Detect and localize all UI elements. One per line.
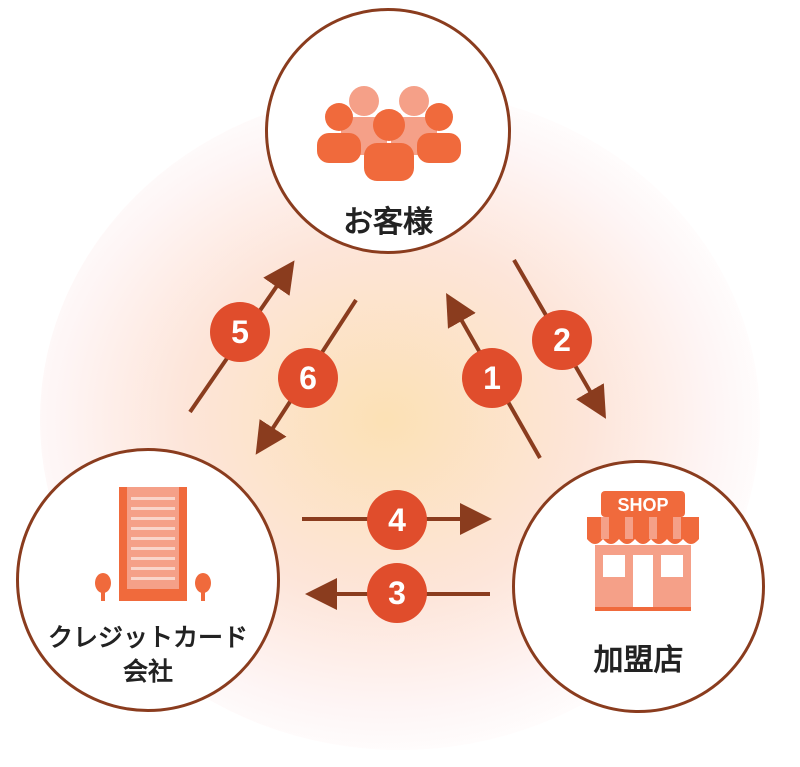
step-badge-3: 3 xyxy=(367,563,427,623)
step-badge-4: 4 xyxy=(367,490,427,550)
storefront-icon: SHOP xyxy=(587,491,699,611)
card-company-label-line2: 会社 xyxy=(122,657,173,686)
customer-label: お客様 xyxy=(343,205,433,240)
node-shop: SHOP 加盟店 xyxy=(512,460,765,713)
step-badge-1: 1 xyxy=(462,348,522,408)
step-badge-2: 2 xyxy=(532,310,592,370)
node-card-company: クレジットカード 会社 xyxy=(16,448,280,712)
step-badge-6: 6 xyxy=(278,348,338,408)
shop-label: 加盟店 xyxy=(593,643,684,678)
card-company-label: クレジットカード 会社 xyxy=(19,621,277,689)
building-icon xyxy=(95,487,211,601)
people-group-icon xyxy=(317,86,461,181)
card-company-label-line1: クレジットカード xyxy=(47,623,248,652)
shop-sign-text: SHOP xyxy=(617,495,668,515)
node-customer: お客様 xyxy=(265,8,511,254)
step-badge-5: 5 xyxy=(210,302,270,362)
